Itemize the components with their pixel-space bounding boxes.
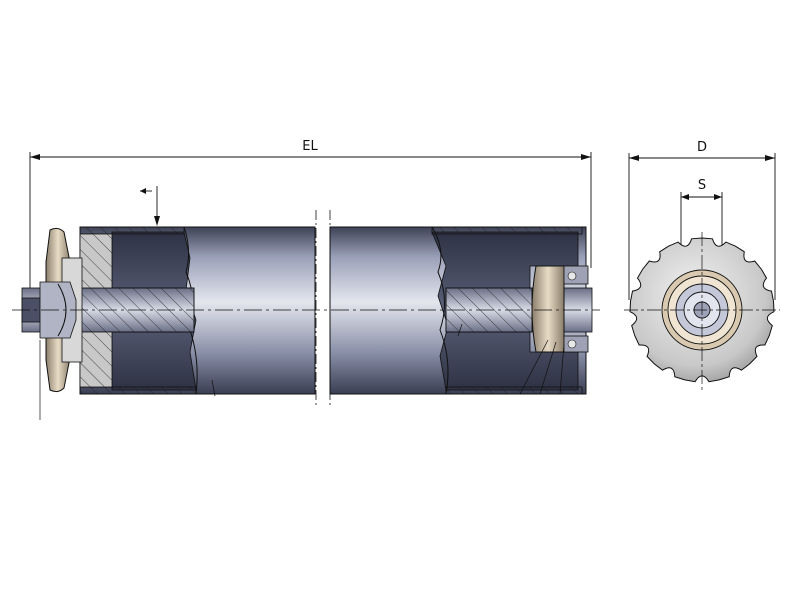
dimension-d: D xyxy=(628,140,776,300)
dimension-s-label: S xyxy=(698,178,706,193)
wall-thickness-indicator xyxy=(140,186,160,226)
end-view: D S xyxy=(624,140,780,390)
right-bearing xyxy=(531,265,589,353)
dimension-el-label: EL xyxy=(302,139,318,154)
left-end-cap xyxy=(79,233,113,388)
dimension-d-label: D xyxy=(697,140,707,155)
side-view: EL xyxy=(12,139,600,420)
leader-lines xyxy=(39,323,565,420)
break-lines xyxy=(315,210,331,408)
dimension-el: EL xyxy=(29,139,592,300)
